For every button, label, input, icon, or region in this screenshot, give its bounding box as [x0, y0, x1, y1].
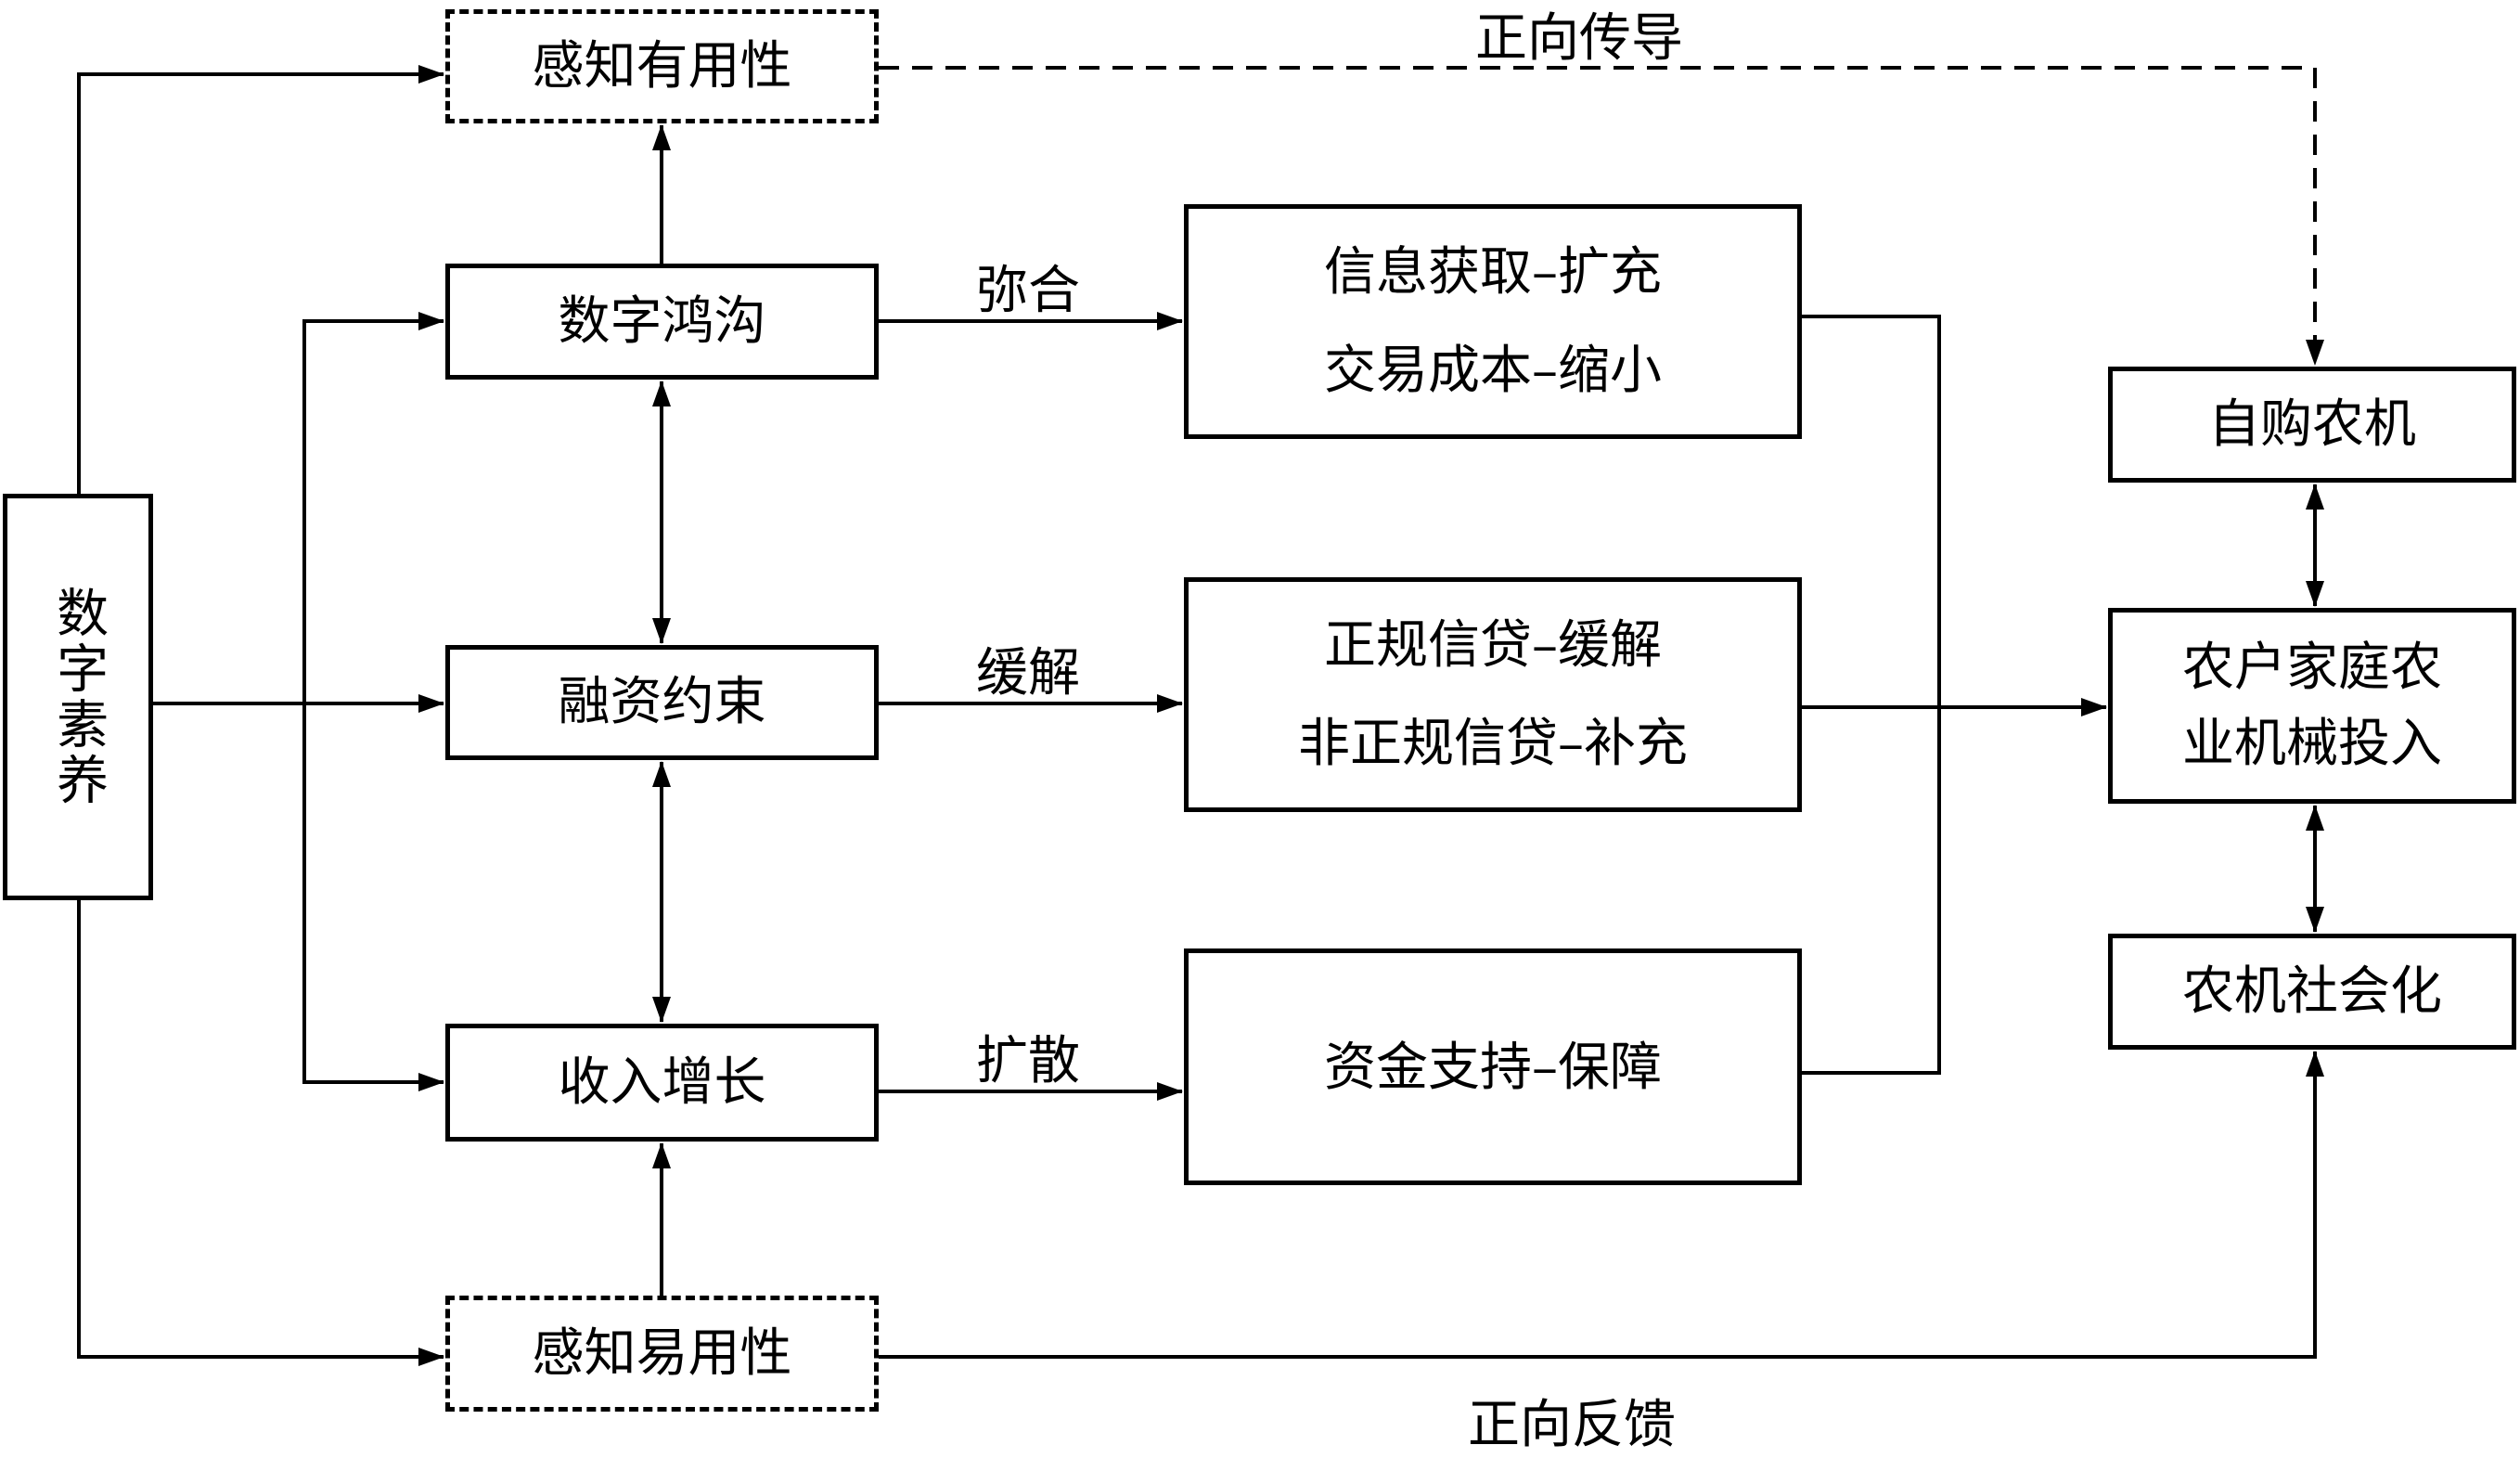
edge-usefulness-to-selfpurchase	[879, 66, 2324, 366]
node-financing-constraint: 融资约束	[445, 645, 879, 760]
mechanism-funding-line1: 资金支持–保障	[1324, 1038, 1662, 1098]
mechanism-information-line1: 信息获取–扩充	[1324, 242, 1662, 303]
node-digital-literacy: 数字素养	[3, 494, 153, 900]
node-income-growth: 收入增长	[445, 1024, 879, 1142]
node-perceived-ease-label: 感知易用性	[532, 1323, 792, 1384]
node-household-machinery-input: 农户家庭农 业机械投入	[2108, 608, 2516, 804]
node-self-purchase-label: 自购农机	[2208, 394, 2416, 455]
edge-literacy-to-usefulness	[77, 65, 444, 494]
mechanism-credit-line1: 正规信贷–缓解	[1324, 615, 1662, 677]
node-perceived-ease: 感知易用性	[445, 1296, 879, 1412]
node-socialization: 农机社会化	[2108, 934, 2516, 1050]
edge-mech1-collector	[1802, 315, 1941, 1075]
edge-label-positive-feedback: 正向反馈	[1468, 1395, 1676, 1455]
mechanism-information-line2: 交易成本–缩小	[1324, 340, 1662, 401]
edge-trunk-down	[302, 703, 444, 1091]
edge-label-diffuse: 扩散	[976, 1031, 1080, 1091]
node-digital-literacy-label: 数字素养	[47, 586, 109, 808]
node-income-growth-label: 收入增长	[558, 1052, 766, 1113]
edge-ease-to-socialization	[879, 1051, 2324, 1359]
node-digital-divide-label: 数字鸿沟	[558, 290, 766, 352]
node-mechanism-information: 信息获取–扩充 交易成本–缩小	[1184, 204, 1802, 439]
edge-literacy-to-ease	[77, 900, 444, 1366]
node-digital-divide: 数字鸿沟	[445, 264, 879, 380]
edge-label-positive-conduction: 正向传导	[1475, 8, 1683, 69]
household-input-line1: 农户家庭农	[2182, 638, 2442, 699]
node-socialization-label: 农机社会化	[2182, 961, 2442, 1022]
node-financing-constraint-label: 融资约束	[558, 672, 766, 733]
mechanism-credit-line2: 非正规信贷–补充	[1298, 713, 1688, 774]
node-self-purchase: 自购农机	[2108, 367, 2516, 483]
household-input-line2: 业机械投入	[2182, 713, 2442, 774]
node-perceived-usefulness-label: 感知有用性	[532, 35, 792, 97]
edge-label-bridge: 弥合	[976, 261, 1080, 321]
node-mechanism-funding: 资金支持–保障	[1184, 948, 1802, 1185]
node-perceived-usefulness: 感知有用性	[445, 9, 879, 123]
node-mechanism-credit: 正规信贷–缓解 非正规信贷–补充	[1184, 577, 1802, 812]
edge-trunk-up	[302, 312, 444, 703]
edge-label-relieve: 缓解	[976, 643, 1080, 703]
